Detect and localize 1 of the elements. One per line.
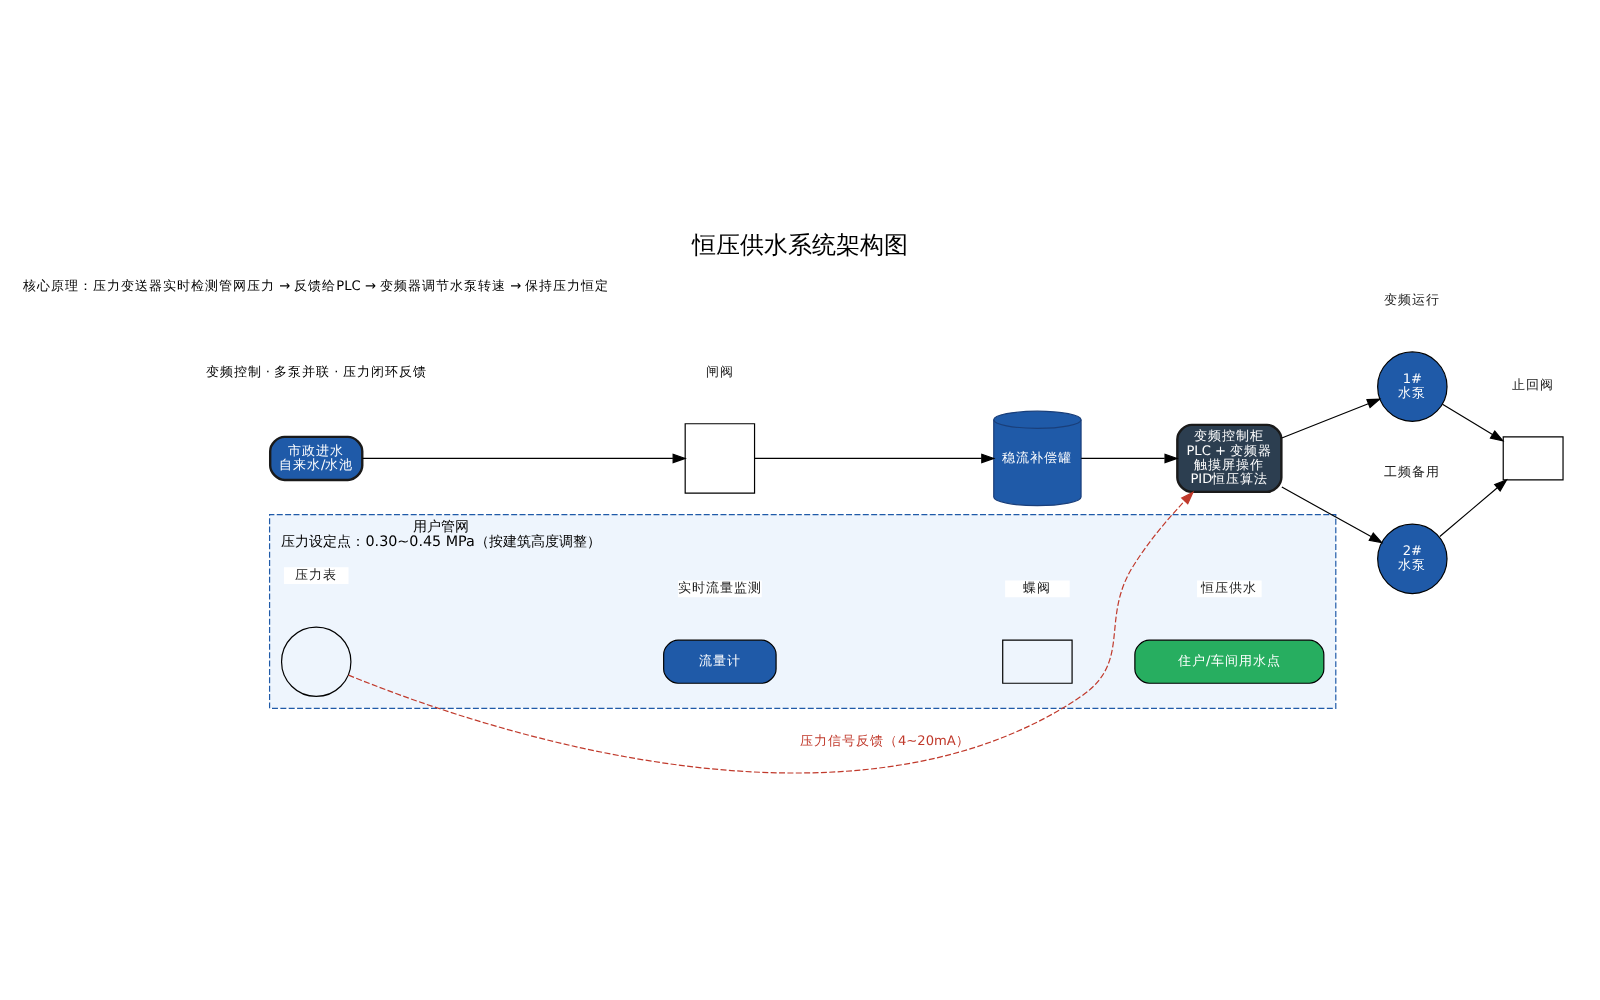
- diagram-title: 恒压供水系统架构图: [692, 229, 908, 258]
